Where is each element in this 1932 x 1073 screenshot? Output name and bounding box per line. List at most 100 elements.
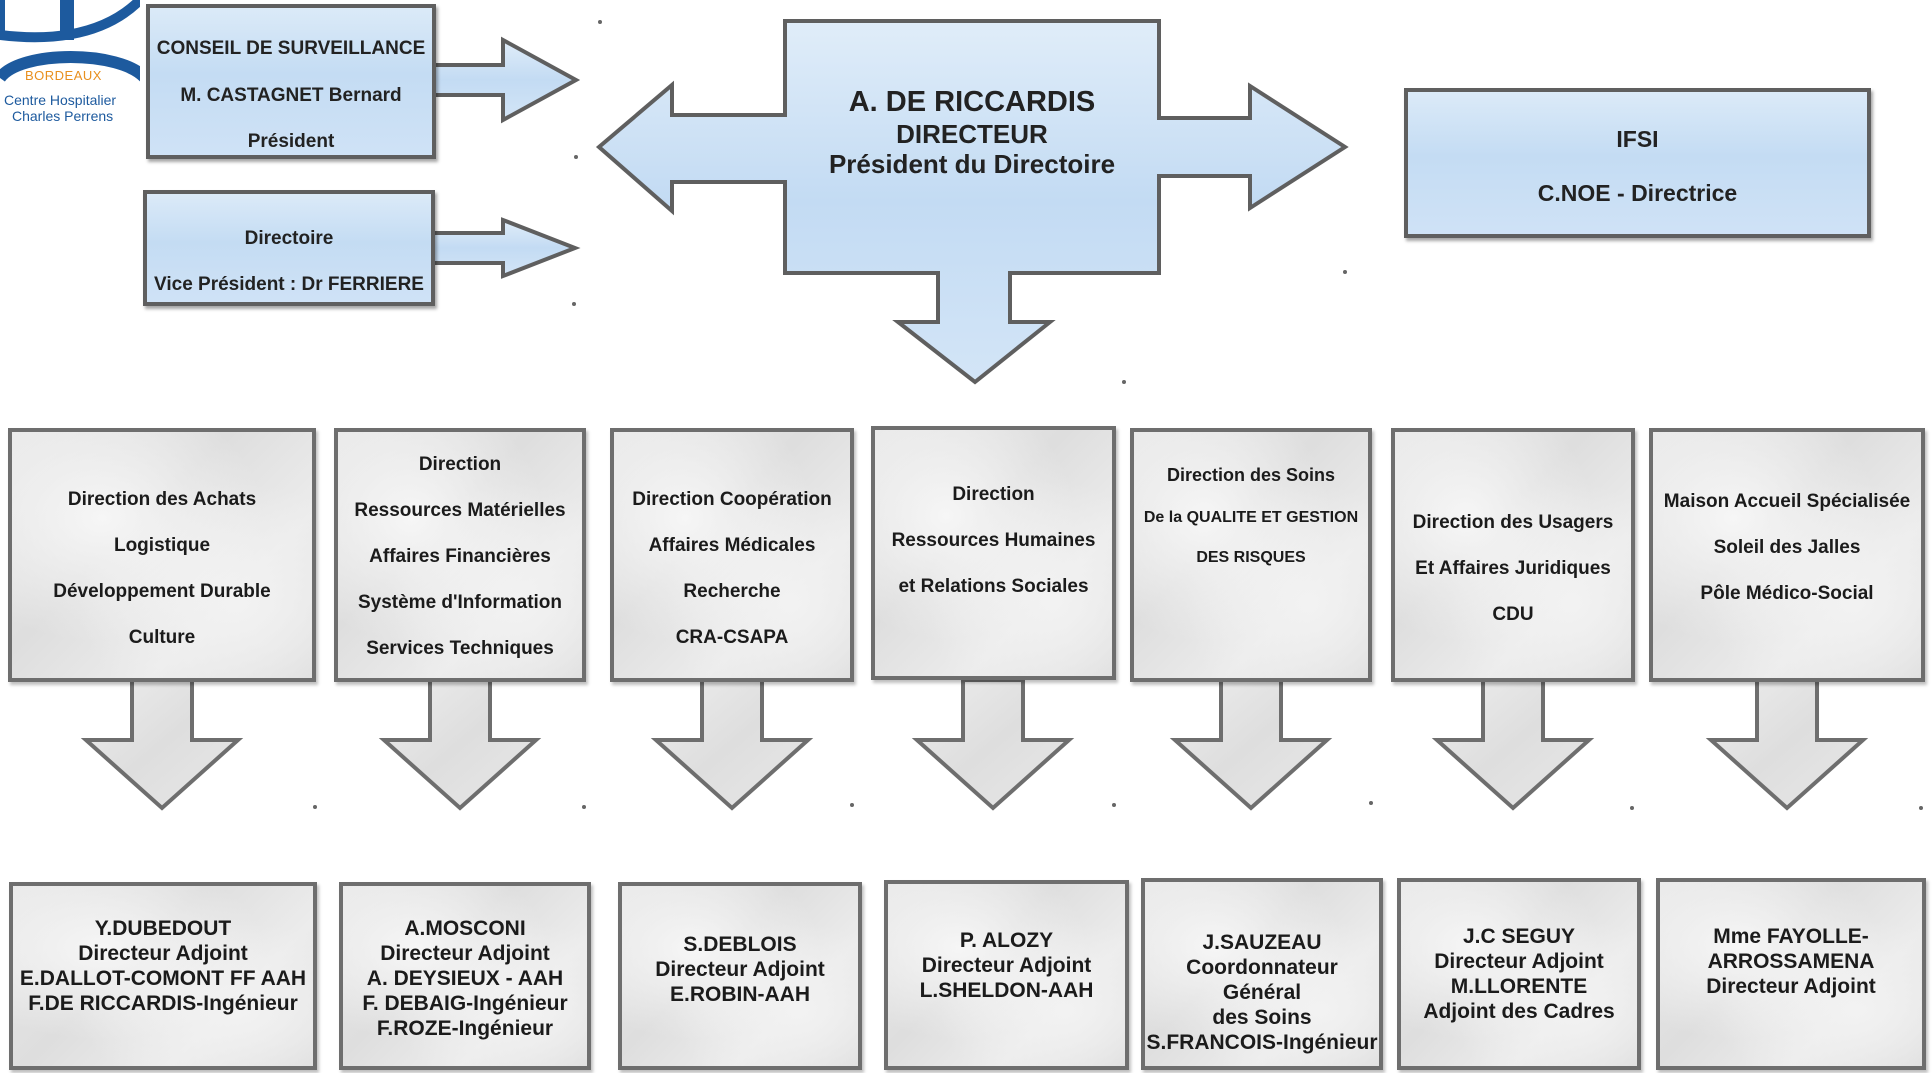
- dept-line: Culture: [128, 627, 196, 648]
- head-line: F.ROZE-Ingénieur: [376, 1017, 554, 1040]
- dept-line: CRA-CSAPA: [675, 627, 789, 648]
- director-name: A. DE RICCARDIS: [848, 86, 1096, 118]
- head-box-maison-accueil: Mme FAYOLLE- ARROSSAMENA Directeur Adjoi…: [1656, 878, 1926, 1070]
- head-line: Directeur Adjoint: [78, 942, 248, 965]
- head-box-ressources-materielles: A.MOSCONI Directeur Adjoint A. DEYSIEUX …: [339, 882, 591, 1070]
- conseil-title: CONSEIL DE SURVEILLANCE: [156, 38, 426, 59]
- dept-line: Soleil des Jalles: [1713, 537, 1861, 558]
- dept-line: Maison Accueil Spécialisée: [1663, 491, 1911, 512]
- director-role: Président du Directoire: [828, 149, 1116, 179]
- directoire-vice-president: Vice Président : Dr FERRIERE: [154, 274, 424, 295]
- head-line: S.FRANCOIS-Ingénieur: [1146, 1031, 1378, 1054]
- dept-box-maison-accueil: Maison Accueil Spécialisée Soleil des Ja…: [1649, 428, 1925, 682]
- director-arrow-shape: [595, 19, 1349, 385]
- head-box-cooperation: S.DEBLOIS Directeur Adjoint E.ROBIN-AAH: [618, 882, 862, 1070]
- dept-line: Services Techniques: [366, 638, 554, 659]
- ifsi-title: IFSI: [1616, 126, 1659, 152]
- down-arrow: [1431, 678, 1595, 811]
- conseil-name: M. CASTAGNET Bernard: [180, 85, 402, 106]
- decor-dot: [313, 805, 317, 809]
- dept-line: Direction des Achats: [67, 489, 257, 510]
- decor-dot: [572, 302, 576, 306]
- head-line: Coordonnateur: [1186, 956, 1338, 979]
- down-arrow: [1169, 678, 1333, 811]
- head-line: P. ALOZY: [959, 929, 1054, 952]
- head-line: Directeur Adjoint: [655, 958, 825, 981]
- dept-line: Pôle Médico-Social: [1700, 583, 1874, 604]
- decor-dot: [574, 155, 578, 159]
- dept-line: DES RISQUES: [1196, 549, 1306, 566]
- directoire-title: Directoire: [244, 228, 334, 249]
- head-line: F.DE RICCARDIS-Ingénieur: [28, 992, 298, 1015]
- head-line: M.LLORENTE: [1450, 975, 1588, 998]
- logo-line-2: Charles Perrens: [12, 108, 114, 124]
- conseil-arrow: [428, 36, 581, 124]
- head-line: Mme FAYOLLE-: [1713, 925, 1869, 948]
- decor-dot: [1112, 803, 1116, 807]
- head-line: Général: [1222, 981, 1302, 1004]
- directoire-box: Directoire Vice Président : Dr FERRIERE: [143, 190, 435, 306]
- dept-line: Ressources Humaines: [891, 530, 1096, 551]
- dept-line: Direction des Soins: [1166, 465, 1336, 485]
- head-line: Directeur Adjoint: [1434, 950, 1604, 973]
- dept-line: Affaires Financières: [369, 546, 551, 567]
- head-line: Directeur Adjoint: [1706, 975, 1876, 998]
- down-arrow: [911, 678, 1075, 811]
- decor-dot: [1122, 380, 1126, 384]
- head-line: A.MOSCONI: [404, 917, 526, 940]
- head-line: Adjoint des Cadres: [1423, 1000, 1615, 1023]
- head-box-ressources-humaines: P. ALOZY Directeur Adjoint L.SHELDON-AAH: [884, 880, 1129, 1070]
- logo-line-1: Centre Hospitalier: [4, 92, 117, 108]
- dept-line: De la QUALITE ET GESTION: [1143, 509, 1359, 526]
- dept-line: CDU: [1492, 604, 1534, 625]
- dept-line: Développement Durable: [53, 581, 271, 602]
- decor-dot: [1369, 801, 1373, 805]
- dept-box-ressources-humaines: Direction Ressources Humaines et Relatio…: [871, 426, 1116, 680]
- decor-dot: [598, 20, 602, 24]
- dept-line: et Relations Sociales: [898, 576, 1089, 597]
- down-arrow: [378, 678, 542, 811]
- decor-dot: [582, 805, 586, 809]
- head-line: A. DEYSIEUX - AAH: [366, 967, 564, 990]
- head-box-achats: Y.DUBEDOUT Directeur Adjoint E.DALLOT-CO…: [9, 882, 317, 1070]
- decor-dot: [1343, 270, 1347, 274]
- logo-city: BORDEAUX: [25, 68, 102, 83]
- head-line: J.SAUZEAU: [1202, 931, 1322, 954]
- dept-line: Direction: [952, 484, 1035, 505]
- dept-box-achats: Direction des Achats Logistique Développ…: [8, 428, 316, 682]
- head-box-soins: J.SAUZEAU Coordonnateur Général des Soin…: [1141, 878, 1383, 1070]
- head-line: Directeur Adjoint: [380, 942, 550, 965]
- dept-line: Affaires Médicales: [648, 535, 816, 556]
- dept-line: Système d'Information: [357, 592, 563, 613]
- head-line: E.ROBIN-AAH: [670, 983, 810, 1006]
- head-line: Y.DUBEDOUT: [94, 917, 232, 940]
- dept-line: Direction Coopération: [632, 489, 832, 510]
- head-line: L.SHELDON-AAH: [919, 979, 1094, 1002]
- head-line: S.DEBLOIS: [683, 933, 797, 956]
- ifsi-director: C.NOE - Directrice: [1537, 180, 1738, 206]
- head-line: J.C SEGUY: [1462, 925, 1576, 948]
- logo: BORDEAUX Centre Hospitalier Charles Perr…: [0, 0, 140, 125]
- dept-line: Recherche: [683, 581, 781, 602]
- head-line: ARROSSAMENA: [1707, 950, 1875, 973]
- dept-box-usagers: Direction des Usagers Et Affaires Juridi…: [1391, 428, 1635, 682]
- conseil-box: CONSEIL DE SURVEILLANCE M. CASTAGNET Ber…: [146, 4, 436, 159]
- dept-line: Direction: [418, 454, 502, 475]
- dept-line: Ressources Matérielles: [354, 500, 566, 521]
- dept-line: Direction des Usagers: [1412, 512, 1614, 533]
- head-line: des Soins: [1212, 1006, 1312, 1029]
- dept-line: Logistique: [113, 535, 211, 556]
- down-arrow: [650, 678, 814, 811]
- dept-line: Et Affaires Juridiques: [1415, 558, 1611, 579]
- decor-dot: [1630, 806, 1634, 810]
- conseil-role: Président: [247, 131, 335, 152]
- dept-box-soins: Direction des Soins De la QUALITE ET GES…: [1130, 428, 1372, 682]
- dept-box-cooperation: Direction Coopération Affaires Médicales…: [610, 428, 854, 682]
- director-box: A. DE RICCARDIS DIRECTEUR Président du D…: [785, 80, 1159, 190]
- down-arrow: [1705, 678, 1869, 811]
- head-box-usagers: J.C SEGUY Directeur Adjoint M.LLORENTE A…: [1397, 878, 1641, 1070]
- head-line: Directeur Adjoint: [921, 954, 1092, 977]
- directoire-arrow: [428, 217, 581, 279]
- down-arrow: [80, 678, 244, 811]
